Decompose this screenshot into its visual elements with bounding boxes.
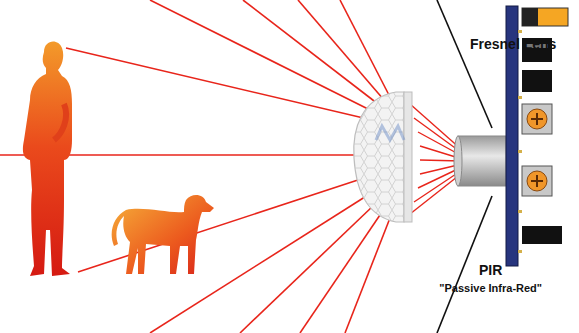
dog-silhouette <box>112 195 214 274</box>
sensor-subtitle: "Passive Infra-Red" <box>439 282 542 294</box>
person-arm <box>54 104 66 140</box>
housing-line <box>437 0 492 128</box>
lens-label: Fresnel Lens <box>470 36 556 52</box>
infrared-rays <box>0 0 390 333</box>
sensor-window <box>454 136 462 186</box>
sensor-label: PIR <box>479 262 502 278</box>
fresnel-lens <box>354 92 412 222</box>
pir-sensor <box>458 136 506 186</box>
person-silhouette <box>23 42 72 276</box>
focused-rays <box>410 104 462 214</box>
